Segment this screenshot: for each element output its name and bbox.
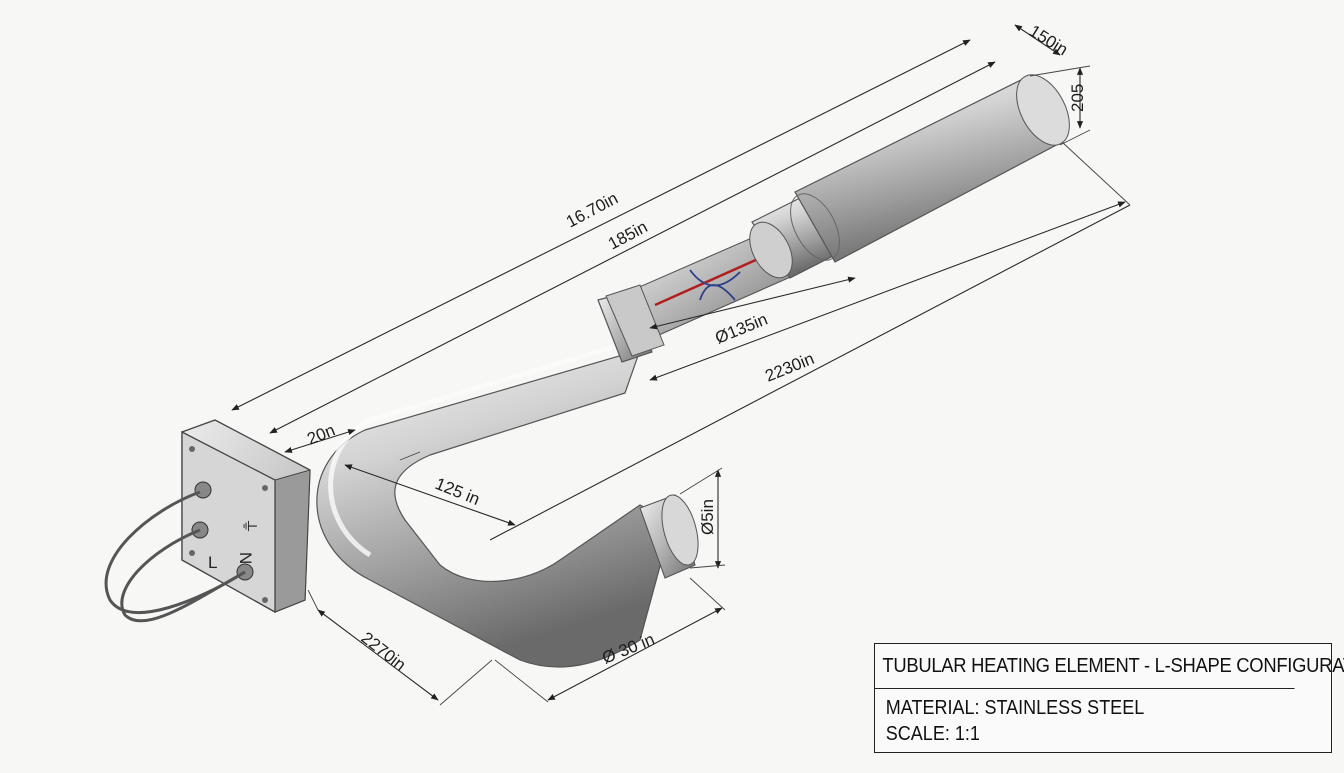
- dim-mid-diameter: Ø135in: [712, 310, 770, 348]
- lead-wire-2: [120, 528, 246, 623]
- terminal-post-1: [194, 481, 212, 499]
- scale-note: SCALE: 1:1: [885, 723, 980, 745]
- dim-overall-length: 16.70in: [563, 189, 621, 232]
- terminal-box: L N ⏚: [104, 419, 311, 623]
- dim-bend-inner: 125 in: [433, 474, 483, 509]
- drawing-title: TUBULAR HEATING ELEMENT - L-SHAPE CONFIG…: [875, 644, 1344, 689]
- title-block: TUBULAR HEATING ELEMENT - L-SHAPE CONFIG…: [874, 643, 1344, 753]
- dim-bottom-length: 2270in: [358, 628, 410, 674]
- dimension-lines: [231, 24, 1131, 706]
- dim-end-diameter-top: 150in: [1026, 21, 1071, 59]
- tube-u-bend: [316, 349, 673, 668]
- terminal-label-ground: ⏚: [240, 518, 259, 534]
- heating-tube: [316, 74, 1070, 668]
- dim-end-height: 205: [1068, 84, 1087, 112]
- terminal-label-n: N: [236, 552, 255, 564]
- dim-end-fitting-diameter: Ø5in: [698, 499, 717, 535]
- terminal-label-l: L: [208, 553, 217, 572]
- dim-return-length: 2230in: [762, 349, 816, 386]
- lead-wire-1: [104, 490, 246, 614]
- dim-tube-length: 185in: [605, 217, 651, 253]
- material-note: MATERIAL: STAINLESS STEEL: [885, 697, 1145, 719]
- dim-terminal-offset: 20n: [304, 420, 337, 448]
